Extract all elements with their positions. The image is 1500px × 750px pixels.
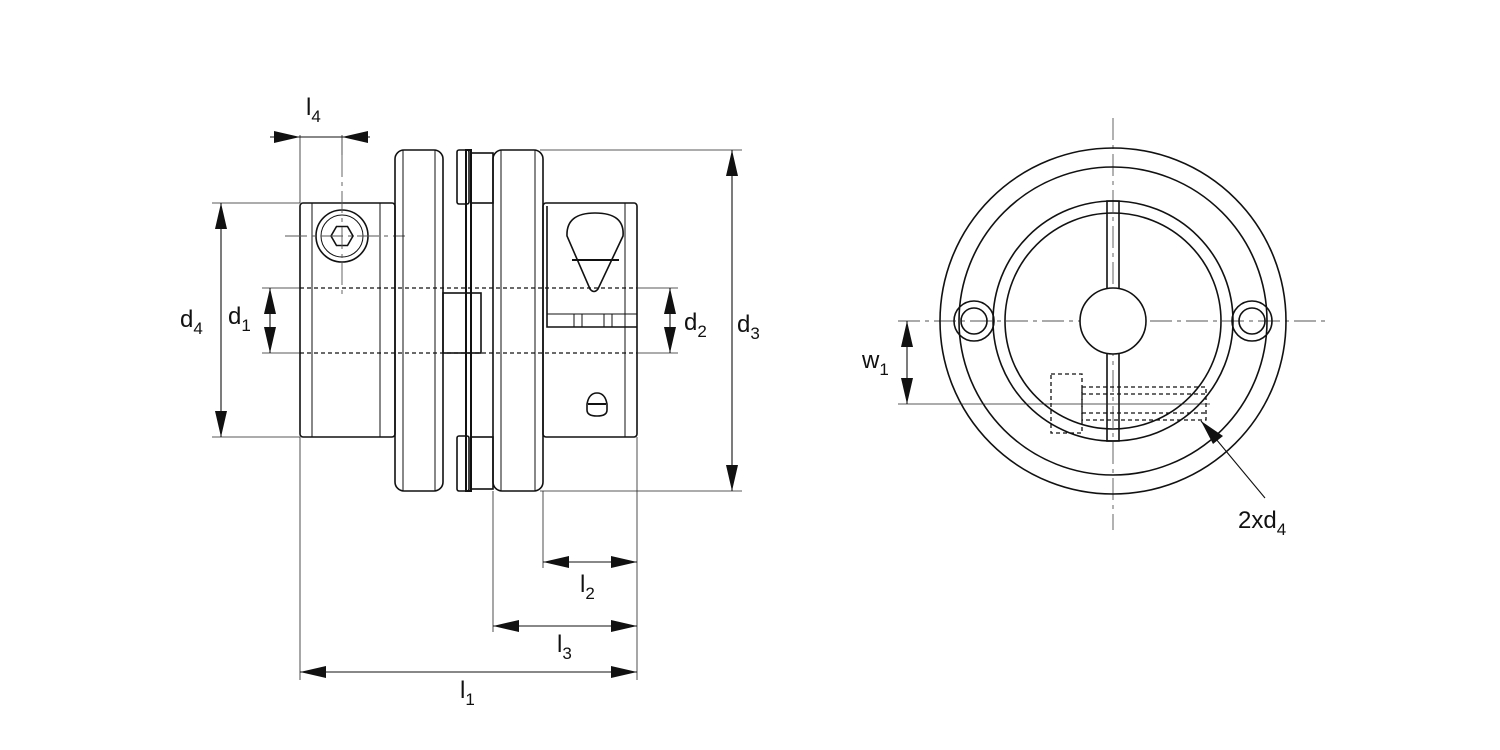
dimension-w1 — [901, 321, 913, 404]
right-hub — [542, 202, 638, 438]
dimension-d2 — [664, 288, 676, 353]
label-l2: l2 — [580, 571, 595, 603]
dimension-d1 — [264, 288, 276, 353]
label-w1: w1 — [861, 347, 889, 379]
label-l1: l1 — [460, 677, 475, 709]
dimension-d3 — [726, 150, 738, 491]
disc-pack — [442, 149, 494, 492]
dimension-l4 — [270, 131, 370, 143]
label-2xd4: 2xd4 — [1238, 507, 1286, 539]
fixing-hole-left — [953, 300, 995, 342]
left-flange — [394, 149, 444, 492]
dimension-l1 — [300, 666, 637, 678]
label-l3: l3 — [557, 631, 572, 663]
hidden-clamp-screw — [1050, 373, 1207, 434]
front-view: w1 2xd4 — [861, 118, 1328, 539]
fixing-hole-right — [1231, 300, 1273, 342]
label-d3: d3 — [737, 311, 760, 343]
outer-flange-circle — [939, 147, 1287, 495]
label-l4: l4 — [306, 94, 321, 126]
dimension-l3 — [493, 620, 637, 632]
dimension-l2 — [543, 556, 637, 568]
label-d4: d4 — [180, 306, 203, 338]
side-view: l4 d4 d1 d2 d3 l2 l3 l1 — [180, 94, 760, 709]
left-hub — [285, 155, 405, 438]
right-flange — [492, 149, 544, 492]
center-bore — [1079, 287, 1147, 355]
leader-2xd4 — [1200, 420, 1266, 499]
dimension-d4 — [215, 203, 227, 437]
label-d2: d2 — [684, 309, 707, 341]
label-d1: d1 — [228, 303, 251, 335]
